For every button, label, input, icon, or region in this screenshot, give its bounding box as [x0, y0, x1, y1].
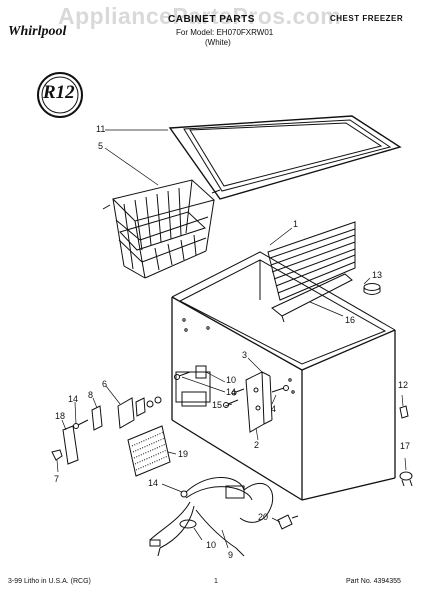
part-wiring-harness: [149, 477, 274, 557]
part-grille: [127, 425, 171, 477]
part-wire-basket: [102, 179, 221, 279]
callout-5: 5: [98, 141, 104, 151]
callout-17: 17: [400, 441, 411, 451]
callout-14-lower: 14: [148, 478, 159, 488]
callout-18: 18: [55, 411, 66, 421]
part-thermostat-bracket: [245, 371, 289, 433]
callout-6: 6: [102, 379, 108, 389]
callout-3: 3: [242, 350, 248, 360]
callout-10-lower: 10: [206, 540, 217, 550]
callout-12: 12: [398, 380, 409, 390]
callout-8: 8: [88, 390, 94, 400]
model-line: For Model: EH070FXRW01: [176, 28, 274, 37]
part-clip: [51, 449, 63, 461]
brand-logo: Whirlpool: [8, 24, 67, 39]
footer-part-number: Part No. 4394355: [346, 578, 401, 585]
part-right-side-clips: [399, 405, 413, 487]
callout-19: 19: [178, 449, 189, 459]
callout-20: 20: [258, 512, 269, 522]
callout-11: 11: [96, 124, 106, 134]
part-cabinet-body: [171, 251, 396, 501]
part-plug: [363, 283, 381, 295]
callout-15: 15: [212, 400, 223, 410]
callout-16: 16: [345, 315, 356, 325]
part-divider-rail: [271, 273, 353, 323]
callout-14-left: 14: [68, 394, 79, 404]
part-gasket-frame: [168, 115, 402, 200]
callout-9: 9: [228, 550, 234, 560]
callout-7: 7: [54, 474, 60, 484]
part-power-plug: [277, 514, 299, 530]
watermark: AppliancePartsPros.com: [58, 3, 342, 29]
document-category: CHEST FREEZER: [330, 14, 404, 23]
part-divider-panel: [267, 221, 356, 301]
callout-2: 2: [254, 440, 260, 450]
callout-4: 4: [271, 404, 277, 414]
part-label-strip: [62, 425, 79, 465]
model-variant: (White): [205, 38, 231, 47]
r12-badge: [37, 72, 83, 118]
leader-lines: [56, 129, 407, 549]
callout-14-upper: 14: [226, 387, 237, 397]
footer-litho: 3-99 Litho in U.S.A. (RCG): [8, 578, 91, 585]
callout-13: 13: [372, 270, 383, 280]
page-title: CABINET PARTS: [168, 14, 255, 25]
callout-1: 1: [293, 219, 299, 229]
r12-badge-label: R12: [43, 82, 75, 103]
part-switch-assembly: [73, 396, 162, 431]
callout-10-upper: 10: [226, 375, 237, 385]
footer-page-number: 1: [214, 578, 218, 585]
